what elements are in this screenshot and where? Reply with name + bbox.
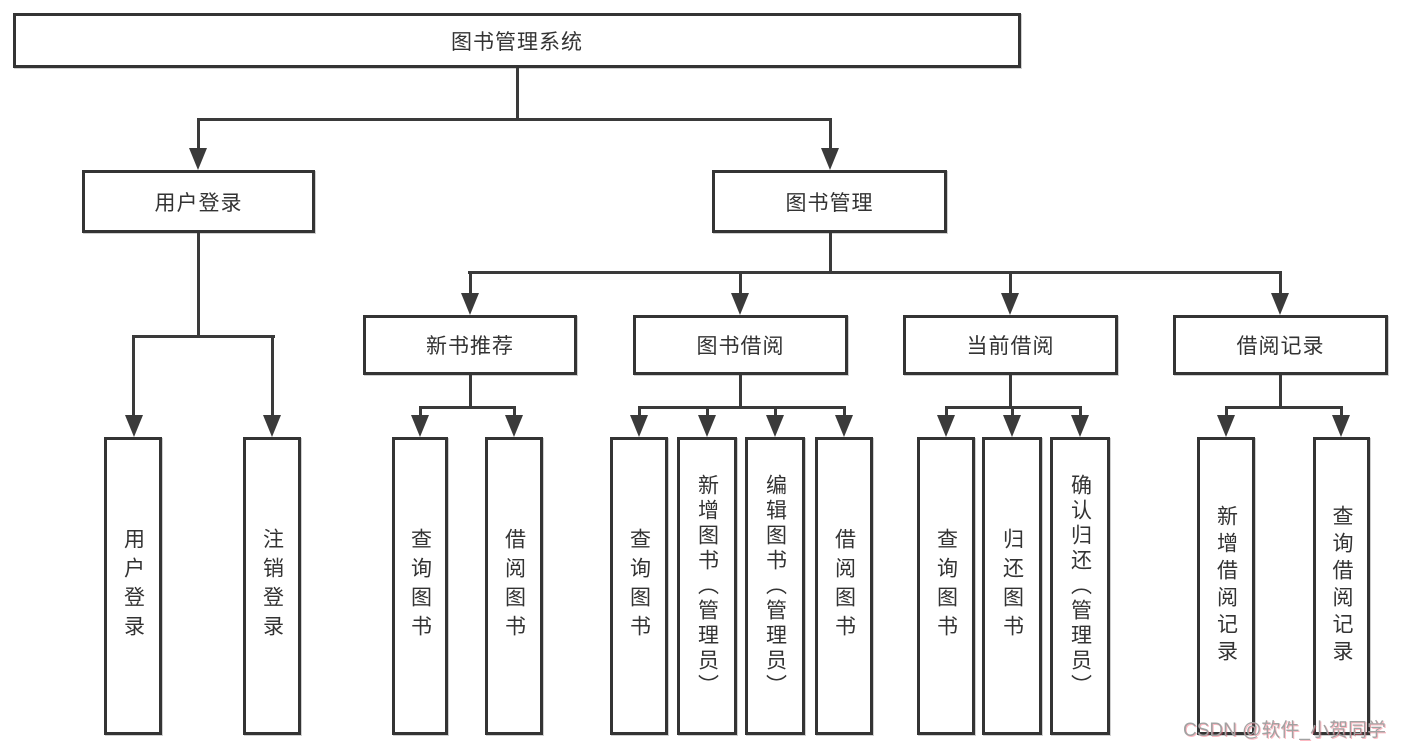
- node-root: 图书管理系统: [13, 13, 1021, 68]
- connector-stem: [829, 233, 832, 274]
- arrow-down-icon: [505, 415, 523, 437]
- connector-stem: [1079, 406, 1082, 418]
- arrow-down-icon: [1217, 415, 1235, 437]
- node-book-borrow: 图书借阅: [633, 315, 848, 375]
- connector-stem: [419, 406, 422, 418]
- leaf-current-query: 查询图书: [917, 437, 975, 735]
- connector-stem: [1225, 406, 1228, 418]
- connector-stem: [774, 406, 777, 418]
- connector-stem: [513, 406, 516, 418]
- connector-stem: [739, 271, 742, 296]
- node-root-label: 图书管理系统: [451, 30, 583, 54]
- connector-stem: [271, 335, 274, 418]
- node-current-borrow: 当前借阅: [903, 315, 1118, 375]
- connector-stem: [1279, 375, 1282, 409]
- leaf-record-query: 查询借阅记录: [1313, 437, 1370, 735]
- csdn-watermark: CSDN @软件_小贺同学: [1183, 720, 1386, 741]
- arrow-down-icon: [937, 415, 955, 437]
- leaf-borrow-add-admin: 新增图书（管理员）: [677, 437, 737, 735]
- leaf-borrow-query: 查询图书: [610, 437, 668, 735]
- arrow-down-icon: [461, 293, 479, 315]
- connector-stem: [739, 375, 742, 409]
- leaf-record-add-label: 新增借阅记录: [1214, 505, 1238, 667]
- node-user-login-label: 用户登录: [154, 191, 243, 215]
- connector-stem: [945, 406, 948, 418]
- connector-newbook-bar: [419, 406, 516, 409]
- connector-level2-bar: [197, 118, 832, 121]
- connector-stem: [1279, 271, 1282, 296]
- connector-stem: [132, 335, 135, 418]
- node-borrow-records-label: 借阅记录: [1236, 335, 1325, 358]
- leaf-borrow-query-label: 查询图书: [627, 528, 651, 644]
- arrow-down-icon: [263, 415, 281, 437]
- leaf-current-confirm-admin-label: 确认归还（管理员）: [1068, 473, 1092, 699]
- leaf-user-login-label: 用户登录: [121, 528, 145, 644]
- leaf-current-query-label: 查询图书: [934, 528, 958, 644]
- leaf-newbook-borrow-label: 借阅图书: [502, 528, 526, 644]
- connector-stem: [843, 406, 846, 418]
- arrow-down-icon: [1071, 415, 1089, 437]
- node-book-borrow-label: 图书借阅: [696, 335, 785, 358]
- leaf-newbook-query-label: 查询图书: [408, 528, 432, 644]
- arrow-down-icon: [630, 415, 648, 437]
- connector-bookborrow-bar: [638, 406, 846, 409]
- connector-stem: [197, 233, 200, 338]
- arrow-down-icon: [698, 415, 716, 437]
- connector-stem: [469, 375, 472, 409]
- leaf-current-return-label: 归还图书: [1000, 528, 1024, 644]
- connector-level3-bar: [468, 271, 1282, 274]
- connector-stem: [1009, 271, 1012, 296]
- connector-stem: [638, 406, 641, 418]
- node-current-borrow-label: 当前借阅: [966, 335, 1055, 358]
- connector-stem: [1011, 406, 1014, 418]
- connector-records-bar: [1225, 406, 1343, 409]
- node-book-management: 图书管理: [712, 170, 947, 233]
- node-borrow-records: 借阅记录: [1173, 315, 1388, 375]
- arrow-down-icon: [835, 415, 853, 437]
- leaf-borrow-add-admin-label: 新增图书（管理员）: [695, 473, 719, 699]
- connector-stem: [706, 406, 709, 418]
- leaf-borrow-edit-admin: 编辑图书（管理员）: [745, 437, 805, 735]
- arrow-down-icon: [189, 148, 207, 170]
- arrow-down-icon: [125, 415, 143, 437]
- arrow-down-icon: [766, 415, 784, 437]
- leaf-borrow-borrow: 借阅图书: [815, 437, 873, 735]
- arrow-down-icon: [731, 293, 749, 315]
- node-new-book-recommend: 新书推荐: [363, 315, 577, 375]
- leaf-newbook-borrow: 借阅图书: [485, 437, 543, 735]
- connector-userlogin-bar: [133, 335, 275, 338]
- connector-stem: [829, 118, 832, 151]
- node-new-book-recommend-label: 新书推荐: [426, 335, 514, 358]
- connector-stem: [469, 271, 472, 296]
- connector-root-stem: [516, 68, 519, 121]
- leaf-logout: 注销登录: [243, 437, 301, 735]
- connector-stem: [1009, 375, 1012, 409]
- leaf-record-add: 新增借阅记录: [1197, 437, 1255, 735]
- arrow-down-icon: [411, 415, 429, 437]
- leaf-logout-label: 注销登录: [260, 528, 284, 644]
- arrow-down-icon: [1271, 293, 1289, 315]
- leaf-borrow-borrow-label: 借阅图书: [832, 528, 856, 644]
- arrow-down-icon: [821, 148, 839, 170]
- arrow-down-icon: [1001, 293, 1019, 315]
- node-user-login: 用户登录: [82, 170, 315, 233]
- leaf-newbook-query: 查询图书: [392, 437, 448, 735]
- connector-stem: [197, 118, 200, 151]
- leaf-user-login: 用户登录: [104, 437, 162, 735]
- arrow-down-icon: [1332, 415, 1350, 437]
- leaf-current-return: 归还图书: [982, 437, 1042, 735]
- leaf-current-confirm-admin: 确认归还（管理员）: [1050, 437, 1110, 735]
- connector-stem: [1340, 406, 1343, 418]
- leaf-record-query-label: 查询借阅记录: [1330, 505, 1353, 667]
- node-book-management-label: 图书管理: [785, 191, 874, 215]
- arrow-down-icon: [1003, 415, 1021, 437]
- leaf-borrow-edit-admin-label: 编辑图书（管理员）: [763, 473, 787, 699]
